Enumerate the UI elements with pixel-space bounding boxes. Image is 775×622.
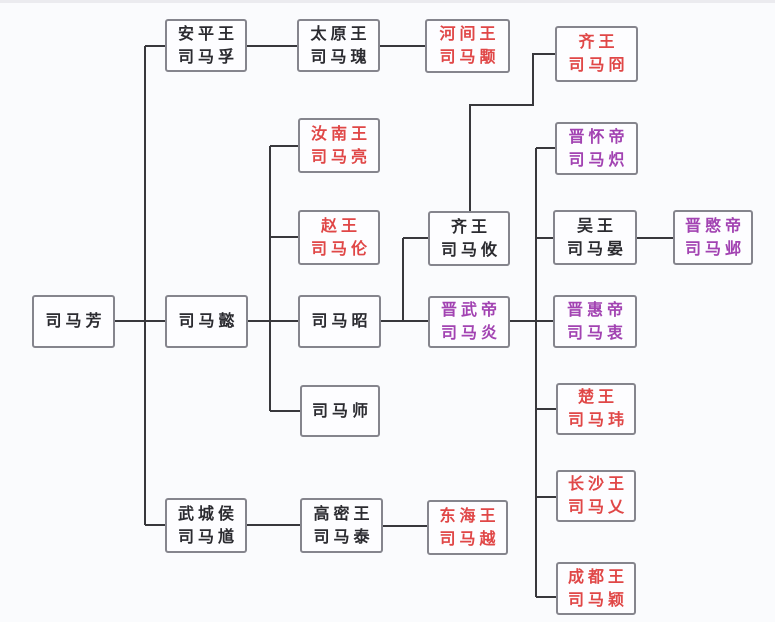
node-text-line: 司马炎 [440, 323, 501, 342]
node-sima-liang: 汝南王司马亮 [298, 118, 380, 173]
node-sima-gui: 太原王司马瑰 [297, 19, 380, 72]
node-text-line: 司马颖 [567, 589, 628, 609]
node-text-line: 河间王 [439, 24, 500, 44]
connector-you-jiong [469, 53, 555, 211]
node-sima-yue: 东海王司马越 [427, 500, 508, 555]
node-text-line: 司马芳 [45, 311, 106, 331]
node-text-line: 晋武帝 [440, 300, 501, 320]
node-sima-shi: 司马师 [300, 385, 380, 437]
node-sima-you: 齐王司马攸 [428, 211, 510, 266]
top-edge-artifact [0, 0, 775, 3]
node-sima-jiong: 齐王司马冏 [555, 26, 638, 82]
node-text-line: 司马晏 [566, 238, 627, 258]
node-sima-yan-wu: 吴王司马晏 [553, 210, 637, 265]
node-sima-yi-changsha: 长沙王司马乂 [556, 470, 636, 522]
node-sima-ye: 晋愍帝司马邺 [673, 210, 753, 265]
node-sima-yi: 司马懿 [165, 295, 248, 348]
node-text-line: 高密王 [313, 503, 374, 523]
node-sima-yong: 河间王司马颙 [425, 19, 510, 73]
node-sima-lun: 赵王司马伦 [298, 210, 380, 265]
node-text-line: 司马师 [311, 400, 372, 420]
node-text-line: 吴王 [576, 215, 617, 235]
node-text-line: 司马孚 [177, 46, 238, 66]
node-text-line: 成都王 [567, 566, 628, 586]
node-sima-wei: 楚王司马玮 [556, 383, 636, 435]
node-text-line: 武城侯 [177, 503, 238, 523]
node-text-line: 司马颙 [439, 47, 500, 66]
node-text-line: 晋怀帝 [568, 126, 629, 146]
node-sima-chi: 晋怀帝司马炽 [555, 122, 638, 175]
node-text-line: 司马邺 [684, 238, 745, 258]
node-text-line: 司马泰 [313, 526, 374, 546]
node-text-line: 晋惠帝 [566, 299, 627, 319]
node-text-line: 司马衷 [566, 322, 627, 342]
node-sima-zhong: 晋惠帝司马衷 [553, 295, 637, 348]
node-text-line: 司马伦 [310, 238, 371, 258]
node-text-line: 司马懿 [178, 311, 239, 331]
node-text-line: 司马馗 [177, 526, 238, 546]
node-sima-fu: 安平王司马孚 [165, 19, 247, 72]
node-text-line: 赵王 [320, 215, 361, 235]
node-sima-zhao: 司马昭 [298, 295, 381, 348]
node-text-line: 司马亮 [310, 146, 371, 166]
node-text-line: 太原王 [310, 23, 371, 43]
node-text-line: 司马炽 [568, 149, 629, 169]
node-text-line: 司马乂 [567, 497, 628, 516]
node-sima-ying: 成都王司马颖 [556, 562, 636, 615]
node-text-line: 司马瑰 [310, 46, 371, 66]
node-text-line: 司马玮 [567, 410, 628, 429]
node-text-line: 长沙王 [567, 474, 628, 494]
node-text-line: 晋愍帝 [684, 215, 745, 235]
node-text-line: 司马昭 [311, 311, 372, 331]
node-text-line: 司马越 [439, 528, 500, 548]
node-sima-fang: 司马芳 [32, 295, 115, 348]
node-text-line: 齐王 [578, 32, 619, 52]
node-sima-tai: 高密王司马泰 [300, 498, 383, 553]
node-text-line: 齐王 [450, 216, 491, 236]
node-sima-yan: 晋武帝司马炎 [428, 296, 510, 348]
node-text-line: 楚王 [577, 387, 618, 407]
node-sima-kui: 武城侯司马馗 [165, 498, 247, 553]
node-text-line: 安平王 [177, 23, 238, 43]
node-text-line: 东海王 [439, 505, 500, 525]
node-text-line: 汝南王 [310, 123, 371, 143]
node-text-line: 司马冏 [568, 55, 629, 74]
node-text-line: 司马攸 [440, 239, 501, 259]
